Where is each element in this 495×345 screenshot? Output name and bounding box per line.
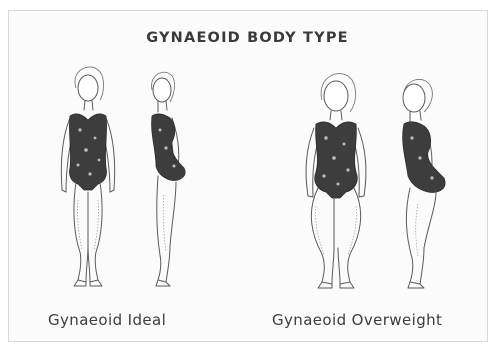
ideal-front-figure	[61, 67, 114, 286]
overweight-side-figure	[403, 79, 445, 288]
overweight-front-figure	[306, 74, 366, 288]
caption-gynaeoid-ideal: Gynaeoid Ideal	[48, 311, 166, 329]
ideal-side-figure	[152, 72, 186, 286]
caption-gynaeoid-overweight: Gynaeoid Overweight	[272, 311, 442, 329]
